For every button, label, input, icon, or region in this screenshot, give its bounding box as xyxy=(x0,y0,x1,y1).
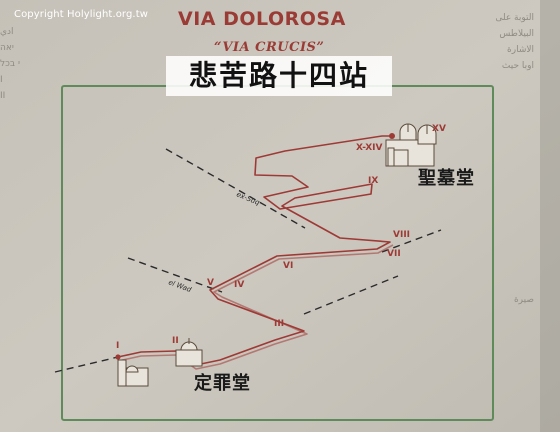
chinese-title: 悲苦路十四站 xyxy=(166,56,392,96)
background-text-left: ادي יאה י בכל I II xyxy=(0,24,30,104)
background-text-line: صيرة xyxy=(513,295,534,305)
background-text-line: י בכל xyxy=(0,59,20,69)
street-line-wad xyxy=(127,257,223,293)
background-text-right: التوبة على البيلاطس الاشارة اوبا حيث xyxy=(454,10,534,74)
background-text-right-lower: صيرة xyxy=(474,292,534,308)
station-label-iii: III xyxy=(274,319,284,329)
background-text-line: יאה xyxy=(0,43,14,53)
background-text-line: البيلاطس xyxy=(499,29,534,39)
background-text-line: I xyxy=(0,75,3,85)
station-label-ii: II xyxy=(172,336,179,346)
background-text-line: II xyxy=(0,91,6,101)
street-line-lower xyxy=(54,356,119,373)
station-1-dot xyxy=(115,354,121,360)
condemnation-church-label: 定罪堂 xyxy=(194,373,251,394)
watermark: Copyright Holylight.org.tw xyxy=(14,9,148,20)
background-text-line: الاشارة xyxy=(507,45,534,55)
map-title: VIA DOLOROSA xyxy=(178,8,346,30)
station-label-vii: VII xyxy=(387,249,401,259)
background-text-line: اوبا حيث xyxy=(501,61,534,71)
street-line-upper xyxy=(381,229,442,253)
panel-edge xyxy=(540,0,560,432)
holy-sepulchre-icon xyxy=(385,123,437,167)
background-text-line: ادي xyxy=(0,27,14,37)
station-label-v: V xyxy=(207,278,214,288)
holy-sepulchre-label: 聖墓堂 xyxy=(418,168,475,189)
station-label-viii: VIII xyxy=(393,230,410,240)
via-dolorosa-route xyxy=(117,135,394,370)
station-label-ix: IX xyxy=(368,176,378,186)
street-label-suq: ex-Suq xyxy=(235,190,261,207)
street-label-wad: el Wad xyxy=(167,278,193,294)
station-label-i: I xyxy=(116,341,119,351)
background-text-line: التوبة على xyxy=(495,13,534,23)
station-label-x-xiv: X-XIV xyxy=(356,143,382,153)
station-label-vi: VI xyxy=(283,261,293,271)
map-subtitle: “VIA CRUCIS” xyxy=(214,40,325,55)
station-label-iv: IV xyxy=(234,280,244,290)
street-line-middle xyxy=(303,275,399,315)
condemnation-church-icon xyxy=(117,338,203,387)
station-label-xv: XV xyxy=(432,124,446,134)
street-line-suq xyxy=(165,148,306,229)
station-xv-dot xyxy=(389,133,395,139)
